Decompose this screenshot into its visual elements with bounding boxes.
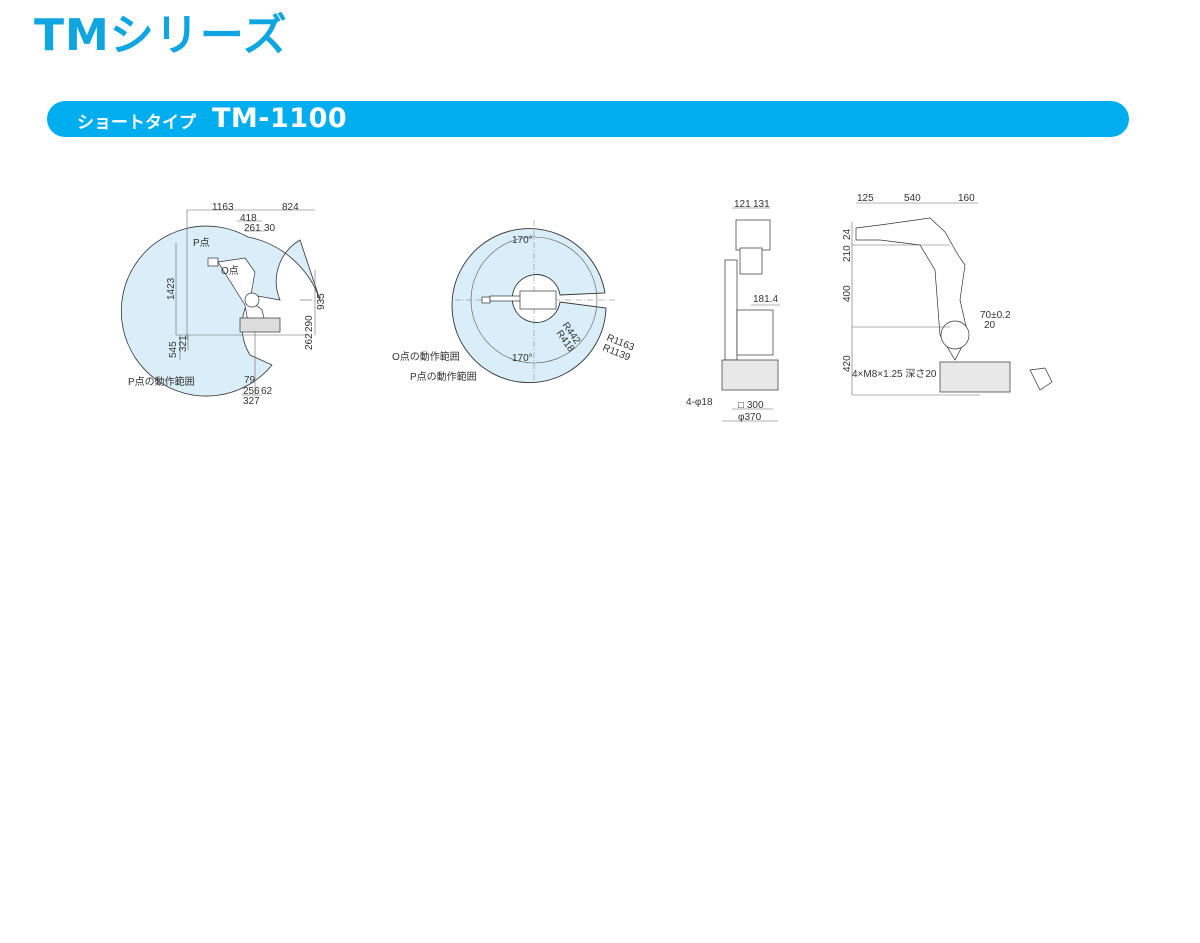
dim-70: 70±0.2: [980, 310, 1011, 321]
dim-30: 30: [264, 223, 276, 234]
dim-79: 79: [244, 375, 256, 386]
dim-24: 24: [842, 228, 853, 240]
label-o-range: O点の動作範囲: [392, 350, 460, 363]
dim-256: 256: [243, 386, 260, 397]
dim-125: 125: [857, 193, 874, 204]
banner-model: TM-1100: [212, 103, 348, 134]
dim-62: 62: [261, 386, 273, 397]
dim-131: 131: [753, 199, 770, 210]
dim-holes: 4-φ18: [686, 397, 713, 408]
dim-321: 321: [178, 335, 189, 352]
dim-121: 121: [734, 199, 751, 210]
dim-phi-370: φ370: [738, 412, 762, 423]
dim-1423: 1423: [166, 277, 177, 300]
side-range-drawing: 1163 824 418 261 30 P点 O点 79 256 62 327 …: [120, 202, 327, 405]
top-range-drawing: 170° 170° R442 R418 R1163 R1139 O点の動作範囲 …: [392, 220, 636, 385]
thread-spec: 4×M8×1.25 深さ20: [852, 368, 937, 380]
dim-935: 935: [316, 293, 327, 310]
label-p-point: P点: [193, 237, 210, 249]
angle-bottom: 170°: [512, 353, 533, 364]
label-p-range: P点の動作範囲: [128, 375, 195, 388]
dim-210: 210: [842, 245, 853, 262]
dim-420: 420: [842, 355, 853, 372]
dim-400: 400: [842, 285, 853, 302]
dim-327: 327: [243, 396, 260, 405]
dim-540: 540: [904, 193, 921, 204]
dim-181: 181.4: [753, 294, 778, 305]
dim-418: 418: [240, 213, 257, 224]
side-view-drawing: 125 540 160 70±0.2 20 4×M8×1.25 深さ20 24 …: [842, 193, 1053, 396]
dim-290: 290: [304, 315, 315, 332]
dim-20: 20: [984, 320, 996, 331]
front-view-drawing: 121 131 181.4 4-φ18 □ 300 φ370: [686, 199, 780, 423]
model-banner: ショートタイプ TM-1100: [47, 101, 1129, 137]
dim-262: 262: [304, 333, 315, 350]
dim-1163: 1163: [212, 202, 234, 213]
angle-top: 170°: [512, 235, 533, 246]
banner-subtitle: ショートタイプ: [77, 113, 196, 133]
label-o-point: O点: [221, 265, 239, 277]
page-title: TMシリーズ: [34, 10, 288, 61]
dim-261: 261: [244, 223, 261, 234]
dim-545: 545: [168, 341, 179, 358]
label-p-range-top: P点の動作範囲: [410, 370, 477, 383]
dim-square-300: □ 300: [738, 400, 764, 411]
dim-160: 160: [958, 193, 975, 204]
dim-824: 824: [282, 202, 299, 213]
